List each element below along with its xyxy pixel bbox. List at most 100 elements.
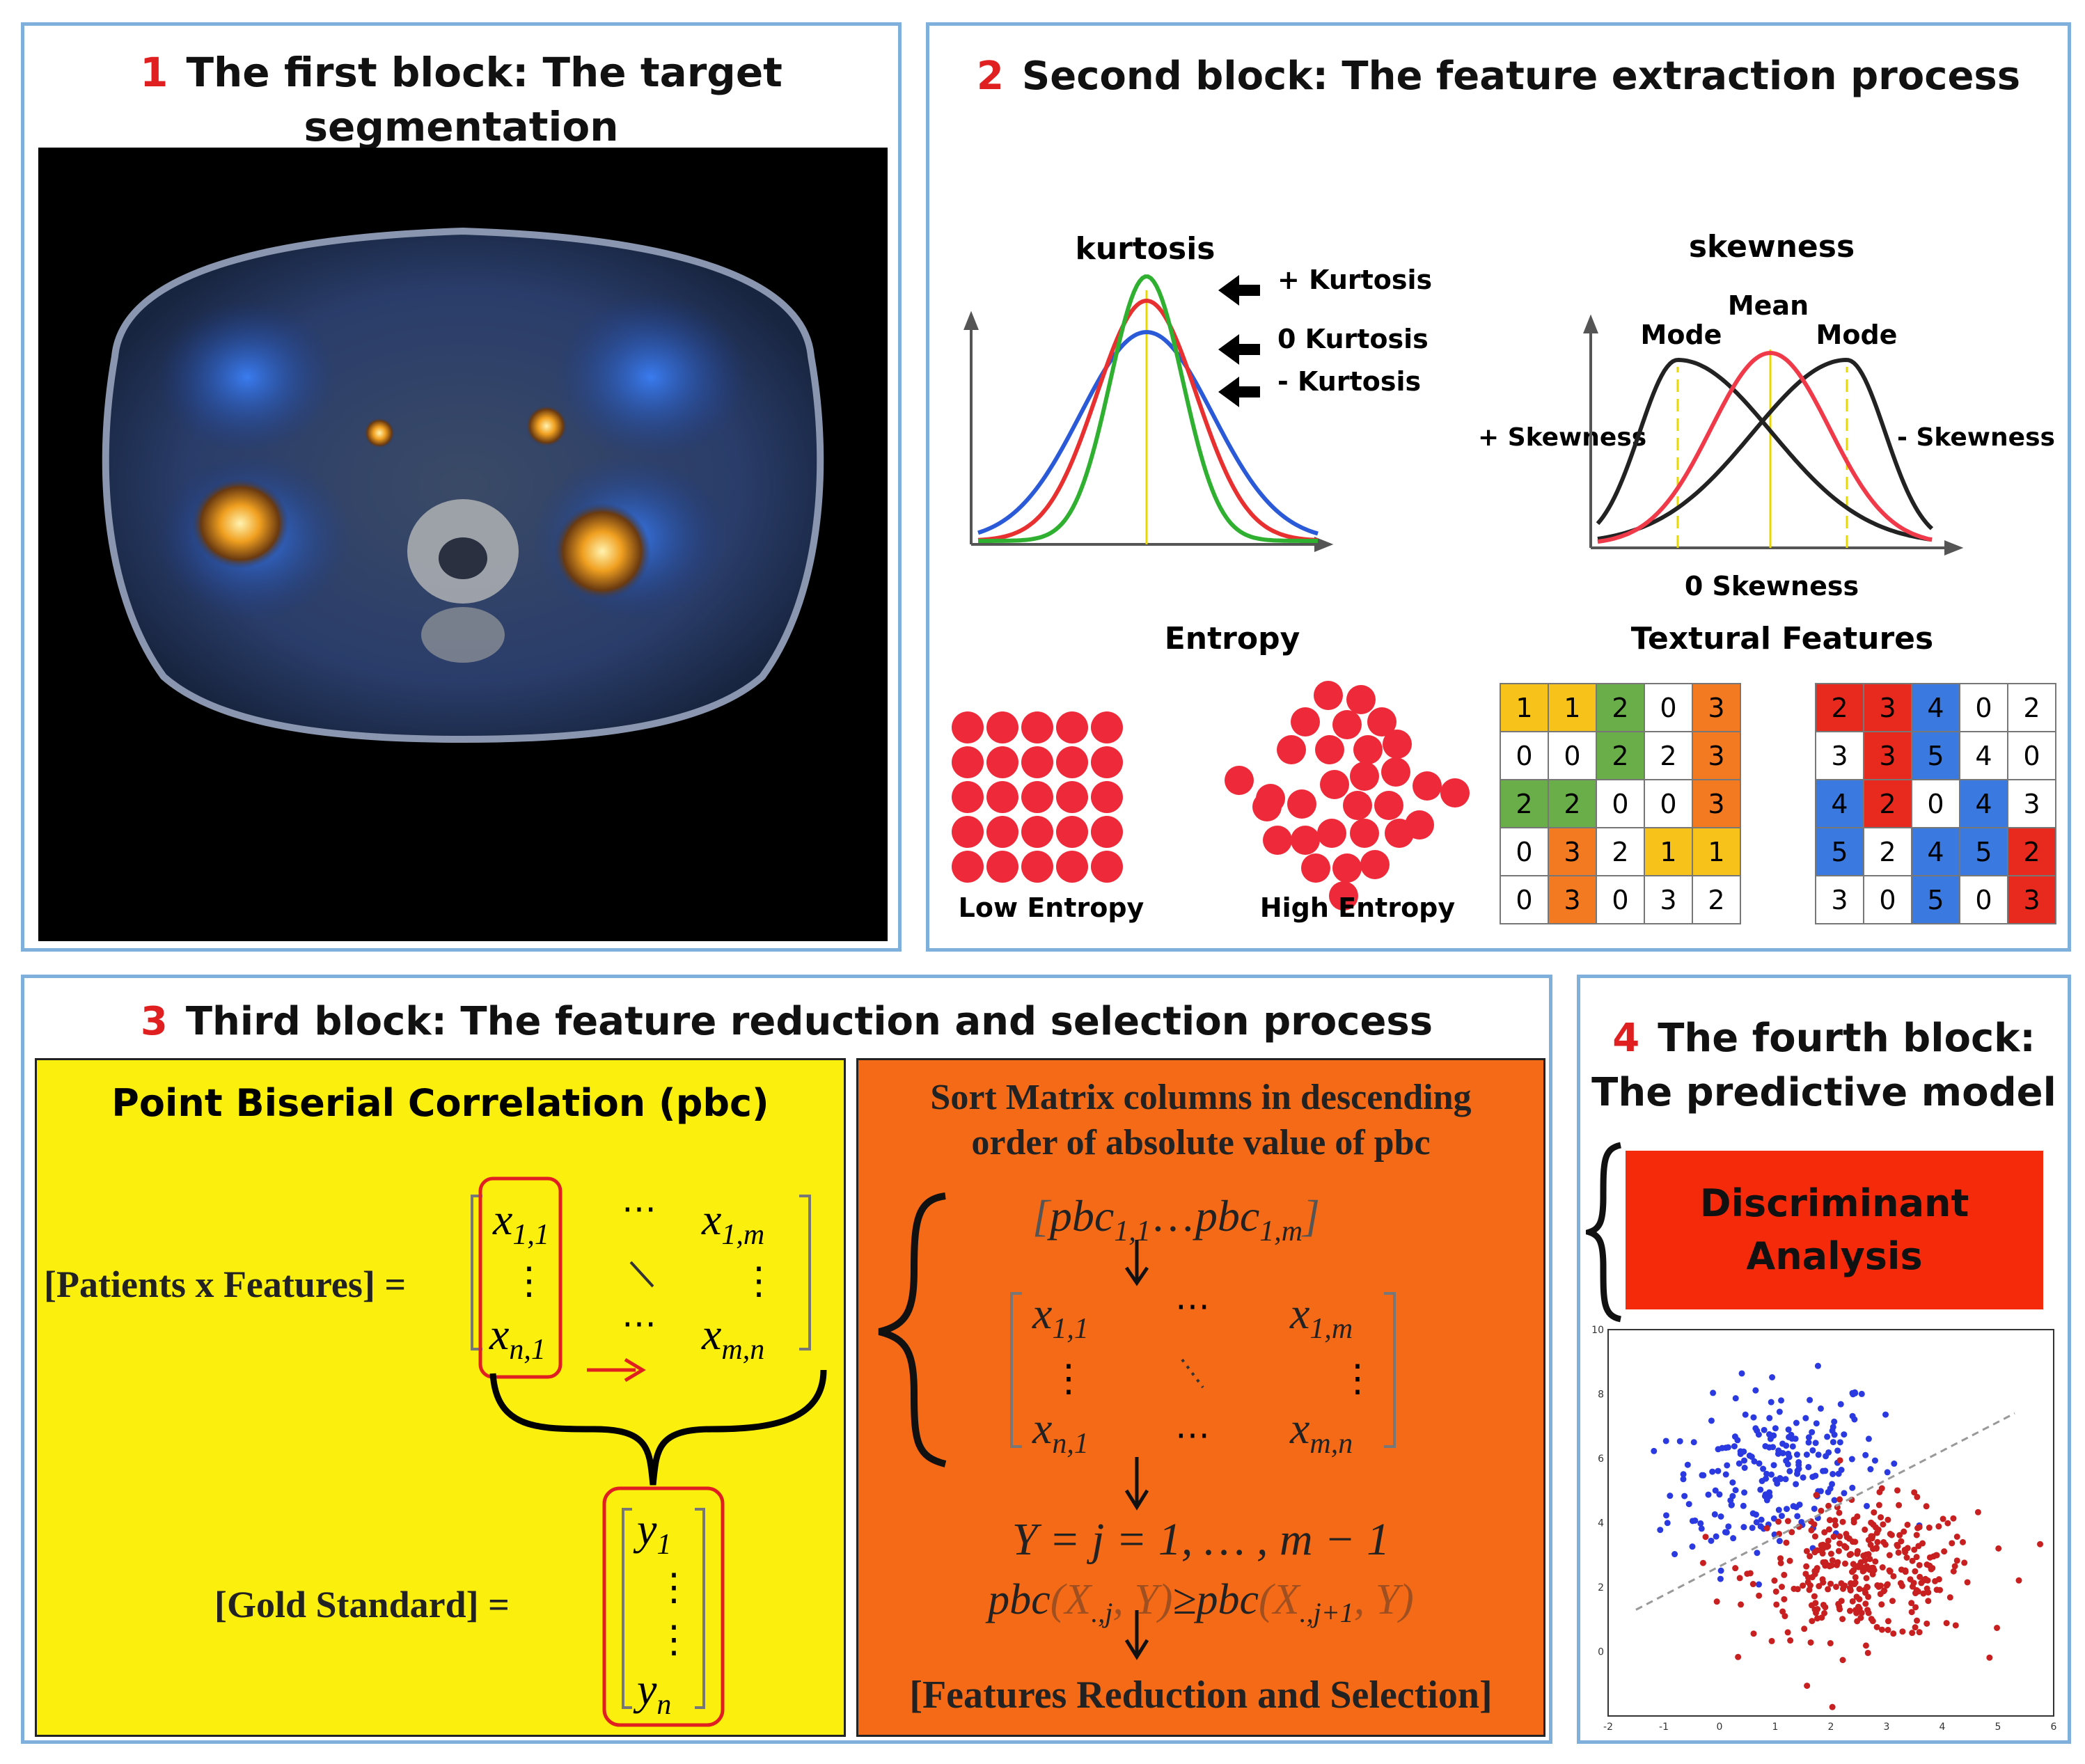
texture-cell	[1644, 731, 1693, 780]
entropy-dot	[1360, 850, 1390, 879]
y-tick-label: 2	[1598, 1582, 1604, 1593]
class-a-point	[1761, 1426, 1768, 1433]
class-b-point	[1771, 1577, 1778, 1584]
class-b-point	[1768, 1637, 1775, 1644]
class-b-point	[1806, 1586, 1813, 1593]
entropy-dot	[1350, 762, 1379, 791]
class-b-point	[1856, 1596, 1863, 1602]
class-a-point	[1746, 1452, 1753, 1459]
entropy-dot	[1320, 770, 1349, 799]
class-a-point	[1790, 1503, 1797, 1510]
entropy-dot	[986, 711, 1018, 743]
class-b-point	[1914, 1493, 1921, 1500]
class-a-point	[1829, 1427, 1836, 1434]
texture-cell-value: 2	[2023, 837, 2040, 867]
class-b-point	[1918, 1580, 1925, 1586]
minus-kurtosis-label: - Kurtosis	[1277, 366, 1421, 397]
texture-cell-value: 1	[1708, 837, 1724, 867]
class-a-point	[1807, 1396, 1813, 1403]
class-b-point	[1854, 1618, 1861, 1625]
texture-cell-value: 0	[1660, 693, 1676, 723]
class-a-point	[1759, 1477, 1765, 1484]
class-a-point	[1779, 1440, 1786, 1447]
class-a-point	[1709, 1468, 1716, 1475]
class-a-point	[1858, 1390, 1865, 1397]
class-a-point	[1723, 1529, 1730, 1536]
texture-cell	[1959, 875, 2008, 924]
class-a-point	[1717, 1567, 1724, 1574]
class-a-point	[1662, 1438, 1669, 1444]
analysis-label: Analysis	[1746, 1234, 1923, 1278]
class-b-point	[1873, 1623, 1880, 1630]
class-a-point	[1708, 1417, 1715, 1424]
class-b-point	[1856, 1586, 1863, 1593]
class-a-point	[1795, 1465, 1802, 1472]
entropy-dot	[952, 781, 984, 813]
class-b-point	[1756, 1592, 1763, 1599]
texture-cell-value: 0	[1975, 693, 1992, 723]
class-b-point	[1961, 1559, 1968, 1566]
block1-number: 1	[140, 49, 168, 96]
pbc-inequality: pbc(X.,j, Y)≥pbc(X.,j+1, Y)	[985, 1576, 1414, 1628]
entropy-dot	[1350, 819, 1379, 848]
entropy-dot	[1091, 851, 1123, 883]
class-b-point	[1909, 1583, 1916, 1590]
texture-cell-value: 0	[2023, 741, 2040, 771]
matrix-vdots-right: ⋮	[740, 1260, 778, 1302]
x-tick-label: 0	[1717, 1722, 1723, 1733]
block2-diagrams: kurtosis + Kurtosis 0 Kurtosis - Kurtosi…	[952, 229, 2056, 924]
sort-panel: Sort Matrix columns in descending order …	[856, 1058, 1545, 1737]
class-a-point	[1710, 1389, 1717, 1396]
entropy-dot	[1021, 816, 1053, 848]
class-b-point	[1914, 1525, 1921, 1531]
class-b-point	[1866, 1555, 1873, 1562]
class-a-point	[1756, 1460, 1763, 1467]
class-a-point	[1793, 1481, 1800, 1488]
pbc-row: [pbc1,1…pbc1,m]	[1032, 1191, 1320, 1247]
texture-cell-value: 0	[1516, 837, 1532, 867]
class-b-point	[1829, 1557, 1836, 1564]
class-a-point	[1698, 1525, 1705, 1532]
class-a-point	[1730, 1535, 1737, 1542]
sorted-xn1: xn,1	[1032, 1403, 1089, 1460]
texture-cell	[1548, 779, 1597, 828]
block4-title-line1: The fourth block:	[1658, 1016, 2036, 1061]
class-b-point	[1896, 1502, 1903, 1509]
class-b-point	[1902, 1567, 1909, 1574]
class-b-point	[1926, 1562, 1933, 1569]
class-b-point	[2015, 1577, 2022, 1584]
class-b-point	[1777, 1555, 1784, 1562]
x1m-element: x1,m	[701, 1195, 764, 1251]
class-a-point	[1732, 1487, 1739, 1494]
entropy-dot	[1056, 851, 1088, 883]
class-a-point	[1782, 1476, 1789, 1483]
class-b-point	[1836, 1533, 1843, 1540]
class-a-point	[1798, 1518, 1805, 1525]
class-b-point	[1913, 1531, 1920, 1538]
class-b-point	[1826, 1563, 1833, 1570]
texture-cell	[1863, 683, 1912, 732]
class-b-point	[1926, 1554, 1933, 1561]
class-b-point	[1811, 1593, 1818, 1600]
class-b-point	[2037, 1541, 2044, 1548]
class-b-point	[1894, 1487, 1901, 1494]
texture-cell-value: 2	[1516, 789, 1532, 819]
texture-cell-value: 2	[1831, 693, 1848, 723]
sorted-x1m: x1,m	[1289, 1289, 1353, 1345]
texture-cell	[2007, 875, 2056, 924]
texture-cell-value: 3	[1831, 885, 1848, 915]
class-a-point	[1829, 1481, 1836, 1488]
class-b-point	[1923, 1503, 1930, 1510]
texture-cell-value: 5	[1831, 837, 1848, 867]
class-a-point	[1754, 1550, 1761, 1557]
class-b-point	[1839, 1518, 1846, 1525]
vector-vdots-2: ⋮	[655, 1619, 693, 1660]
arrow-down-icon	[1124, 1457, 1149, 1511]
class-b-point	[1783, 1539, 1790, 1546]
texture-cell	[1596, 827, 1645, 876]
skewness-curves	[1596, 350, 1934, 544]
column-highlight-box	[478, 1176, 562, 1379]
